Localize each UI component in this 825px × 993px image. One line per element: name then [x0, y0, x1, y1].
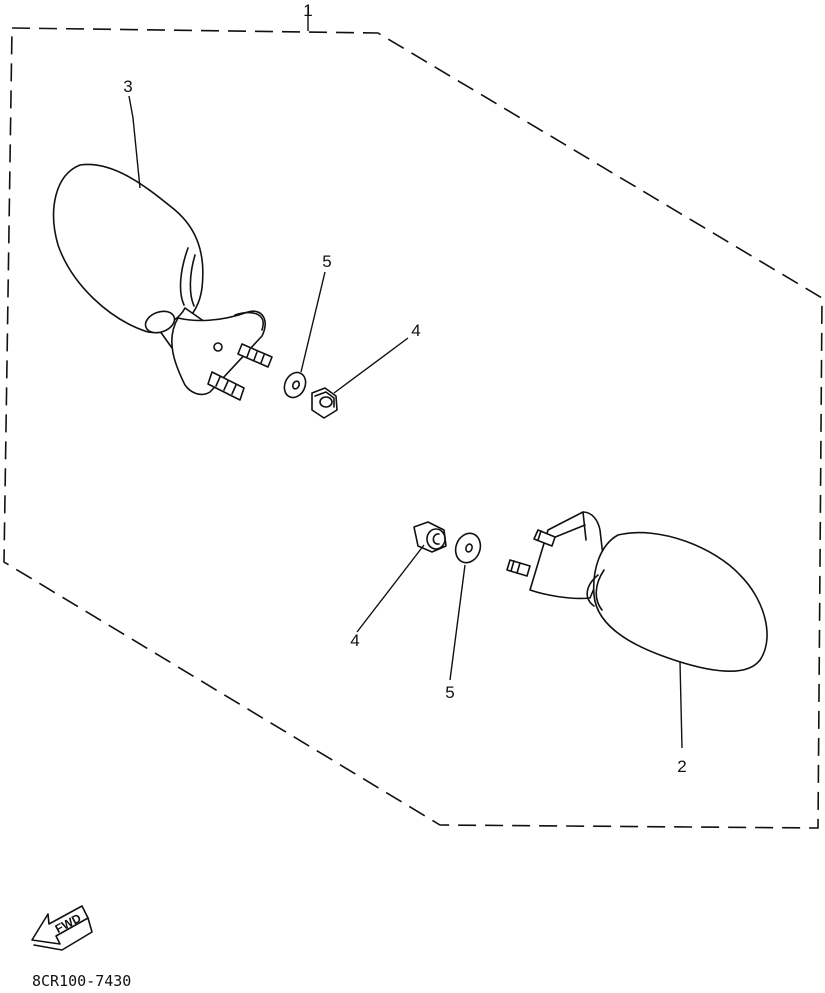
washer-top[interactable]	[280, 369, 309, 401]
fwd-arrow-icon: FWD	[31, 905, 93, 951]
stud-right-upper	[533, 529, 556, 547]
leader-lines	[128, 95, 683, 749]
callout-5-top: 5	[322, 252, 331, 271]
nut-bottom[interactable]	[413, 521, 447, 553]
left-mirror[interactable]	[52, 163, 273, 401]
assembly-boundary	[3, 5, 823, 829]
right-mirror[interactable]	[506, 511, 768, 672]
callout-3: 3	[123, 77, 132, 96]
callout-2: 2	[677, 757, 686, 776]
stud-right-lower	[506, 559, 531, 577]
washer-bottom[interactable]	[452, 530, 485, 566]
callout-5-bottom: 5	[445, 683, 454, 702]
nut-top[interactable]	[311, 387, 338, 419]
callout-1: 1	[303, 1, 312, 20]
drawing-code: 8CR100-7430	[32, 972, 131, 988]
callout-4-top: 4	[411, 321, 420, 340]
stud-lower	[207, 371, 245, 401]
callout-4-bottom: 4	[350, 631, 359, 650]
stud-upper	[237, 343, 273, 368]
